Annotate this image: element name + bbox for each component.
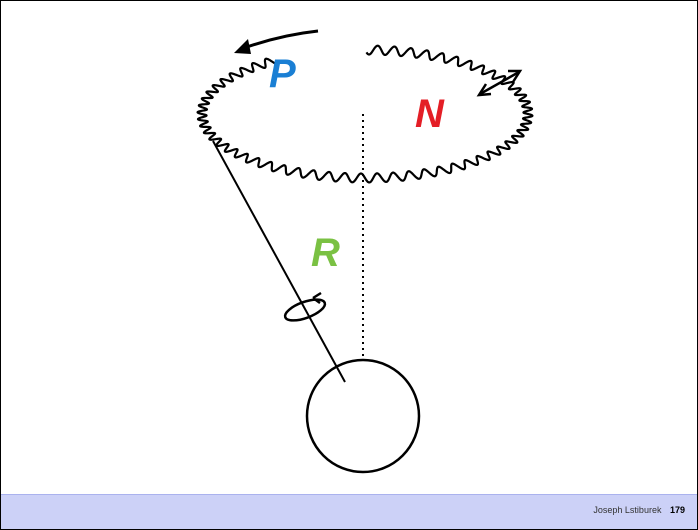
footer-author: Joseph Lstiburek xyxy=(593,505,661,515)
diagram-svg: P N R xyxy=(1,1,697,495)
footer-bar: Joseph Lstiburek 179 xyxy=(1,494,697,529)
label-nutation: N xyxy=(415,92,445,136)
label-precession: P xyxy=(269,52,296,96)
wavy-orbit xyxy=(198,46,533,183)
page-number: 179 xyxy=(670,505,685,515)
rotation-arrowhead xyxy=(313,293,321,303)
precession-arrowhead xyxy=(234,39,251,54)
label-rotation: R xyxy=(311,231,340,275)
footer-text: Joseph Lstiburek 179 xyxy=(593,505,685,515)
precession-nutation-diagram: P N R xyxy=(1,1,697,495)
precession-arrow xyxy=(244,31,318,48)
central-sphere xyxy=(307,360,419,472)
